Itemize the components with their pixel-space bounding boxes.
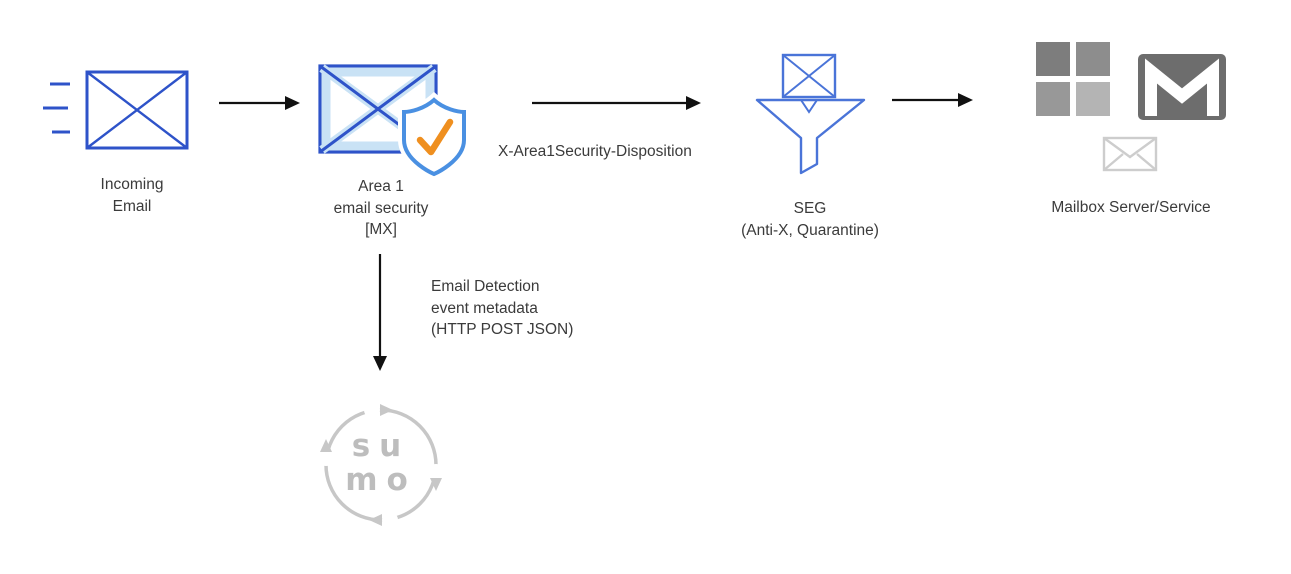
seg-funnel-icon — [755, 53, 866, 175]
small-envelope-icon — [1102, 136, 1158, 172]
mailbox-label: Mailbox Server/Service — [1051, 199, 1211, 216]
sumo-wordmark-line2: mo — [345, 462, 417, 498]
shield-icon — [402, 97, 466, 177]
checkmark-icon — [416, 118, 454, 156]
microsoft-logo-icon — [1036, 42, 1110, 116]
metadata-edge-label: Email Detection event metadata (HTTP POS… — [431, 278, 574, 338]
arrow-area1-to-seg — [532, 96, 701, 110]
incoming-email-icon — [43, 70, 189, 150]
gmail-icon — [1138, 54, 1226, 120]
sumo-logic-logo-icon — [318, 402, 444, 528]
arrow-seg-to-mailbox — [892, 93, 973, 107]
arrow-incoming-to-area1 — [219, 96, 300, 110]
sumo-wordmark-line1: su — [351, 428, 411, 464]
seg-label: SEG (Anti-X, Quarantine) — [741, 200, 879, 239]
area1-email-security-icon — [318, 64, 470, 181]
incoming-email-label: Incoming Email — [100, 176, 164, 215]
area1-label: Area 1 email security [MX] — [333, 178, 429, 238]
arrow-area1-to-sumo — [373, 254, 387, 371]
disposition-edge-label: X-Area1Security-Disposition — [498, 143, 692, 160]
